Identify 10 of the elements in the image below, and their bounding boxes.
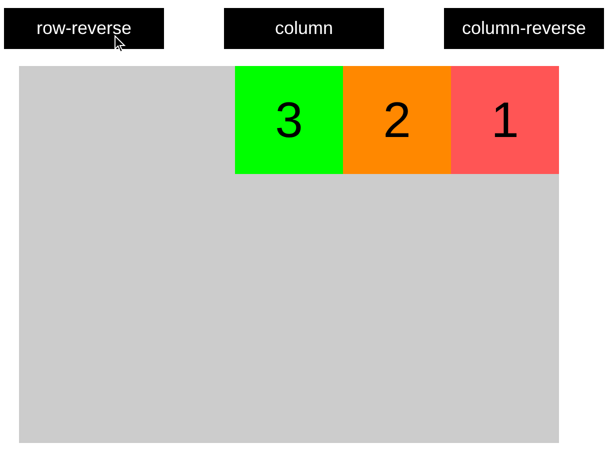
toggle-button: column — [224, 8, 384, 49]
flex-item — [451, 66, 559, 174]
flex-container — [19, 66, 559, 443]
item-number: 3 — [275, 95, 303, 145]
item-number: 1 — [491, 95, 519, 145]
flex-item — [235, 66, 343, 174]
toggle-button: column-reverse — [444, 8, 604, 49]
item-number: 2 — [383, 95, 411, 145]
flex-item — [343, 66, 451, 174]
toggle-button: row-reverse — [4, 8, 164, 49]
